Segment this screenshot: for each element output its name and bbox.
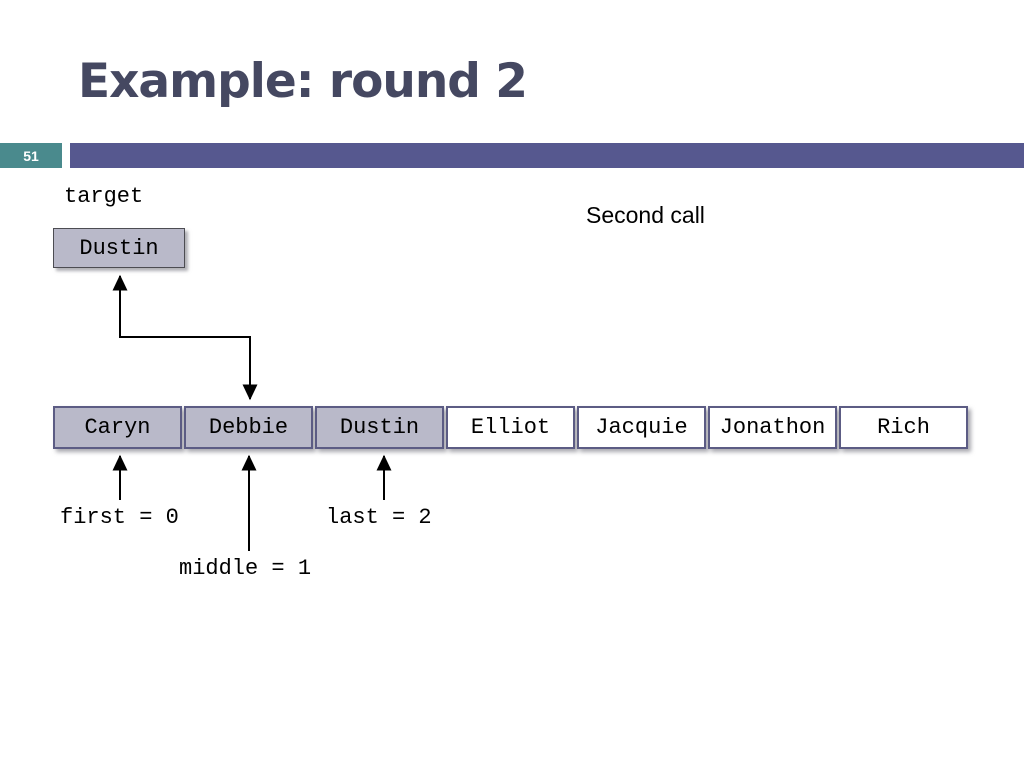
middle-pointer-label: middle = 1 <box>179 556 312 581</box>
array-row: Caryn Debbie Dustin Elliot Jacquie Jonat… <box>53 406 968 449</box>
annotation-second-call: Second call <box>586 202 705 228</box>
header-bar <box>70 143 1024 168</box>
connector-target-to-middle-arrow <box>112 274 258 401</box>
array-cell-6: Rich <box>839 406 968 449</box>
first-pointer-label: first = 0 <box>60 505 179 530</box>
page-number-badge: 51 <box>0 143 62 168</box>
array-cell-3: Elliot <box>446 406 575 449</box>
array-cell-5: Jonathon <box>708 406 837 449</box>
slide-title: Example: round 2 <box>78 54 528 109</box>
array-cell-0: Caryn <box>53 406 182 449</box>
target-value-box: Dustin <box>53 228 185 268</box>
array-cell-4: Jacquie <box>577 406 706 449</box>
target-value: Dustin <box>79 235 159 261</box>
target-label: target <box>64 184 144 209</box>
array-cell-1: Debbie <box>184 406 313 449</box>
last-pointer-label: last = 2 <box>326 505 432 530</box>
array-cell-2: Dustin <box>315 406 444 449</box>
page-number: 51 <box>23 147 39 164</box>
